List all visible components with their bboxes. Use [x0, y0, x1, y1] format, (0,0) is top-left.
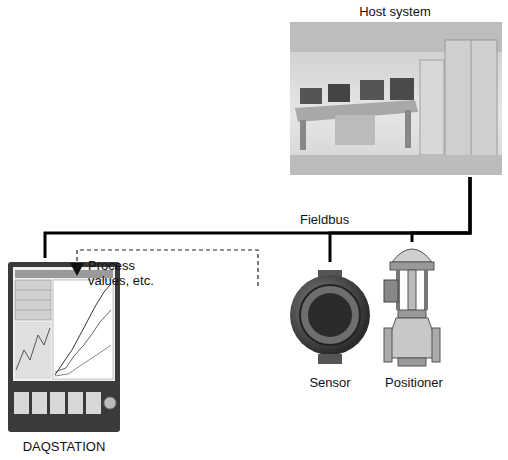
fieldbus-line [412, 177, 470, 242]
node-label: DAQSTATION [2, 439, 126, 454]
bus-label: Fieldbus [300, 212, 349, 227]
sensor-node: Sensor [284, 262, 376, 390]
host-system: Host system [284, 4, 506, 177]
node-label: Positioner [374, 375, 454, 390]
fieldbus-line [330, 177, 470, 262]
flow-label: Process values, etc. [88, 258, 160, 288]
positioner-node: Positioner [374, 242, 454, 390]
sensor-transmitter [290, 270, 370, 364]
fieldbus-line [45, 177, 470, 258]
node-label: Host system [284, 4, 506, 19]
host-system-photo [290, 22, 502, 175]
node-label: Sensor [284, 375, 376, 390]
valve-positioner [384, 249, 440, 366]
